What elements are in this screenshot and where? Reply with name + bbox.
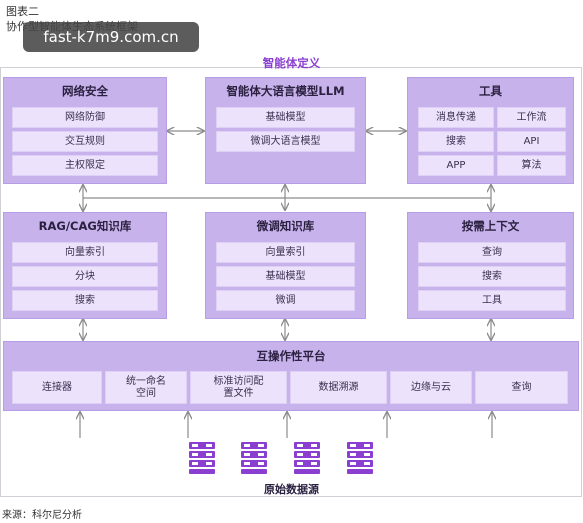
chip-query: 查询: [475, 371, 568, 404]
panel-title: 工具: [479, 84, 502, 98]
chip-vector-index: 向量索引: [216, 242, 355, 263]
database-icon: [347, 442, 373, 474]
chip-edge-and-cloud: 边缘与云: [390, 371, 472, 404]
chip-search: 搜索: [418, 131, 494, 152]
panel-title: 微调知识库: [256, 219, 315, 233]
chip-finetuned-llm: 微调大语言模型: [216, 131, 355, 152]
chip-unified-namespace: 统一命名 空间: [105, 371, 187, 404]
figure-label: 图表二: [6, 5, 39, 18]
database-icon: [294, 442, 320, 474]
panel-title: 互操作性平台: [256, 349, 326, 363]
source-note: 来源：科尔尼分析: [2, 510, 82, 521]
chip-standard-access-profile: 标准访问配 置文件: [190, 371, 287, 404]
raw-data-caption: 原始数据源: [264, 483, 319, 496]
chip-chunking: 分块: [12, 266, 158, 287]
chip-search: 搜索: [12, 290, 158, 311]
chip-finetune: 微调: [216, 290, 355, 311]
chip-vector-index: 向量索引: [12, 242, 158, 263]
database-icon: [189, 442, 215, 474]
chip-network-defense: 网络防御: [12, 107, 158, 128]
chip-api: API: [497, 131, 566, 152]
chip-algorithm: 算法: [497, 155, 566, 176]
panel-interoperability-platform: 互操作性平台 连接器 统一命名 空间 标准访问配 置文件 数据溯源 边缘与云 查…: [3, 341, 579, 411]
watermark: fast-k7m9.com.cn: [23, 22, 199, 52]
panel-llm: 智能体大语言模型LLM 基础模型 微调大语言模型: [205, 77, 366, 184]
chip-sovereignty: 主权限定: [12, 155, 158, 176]
panel-tools: 工具 消息传递 工作流 搜索 API APP 算法: [407, 77, 574, 184]
panel-network-security: 网络安全 网络防御 交互规则 主权限定: [3, 77, 167, 184]
database-icon: [241, 442, 267, 474]
panel-finetune-kb: 微调知识库 向量索引 基础模型 微调: [205, 212, 366, 319]
chip-tools: 工具: [418, 290, 566, 311]
chip-messaging: 消息传递: [418, 107, 494, 128]
chip-interaction-rules: 交互规则: [12, 131, 158, 152]
chip-workflow: 工作流: [497, 107, 566, 128]
chip-connector: 连接器: [12, 371, 102, 404]
panel-on-demand-context: 按需上下文 查询 搜索 工具: [407, 212, 574, 319]
diagram-frame: [0, 67, 582, 497]
agent-definition-caption: 智能体定义: [262, 56, 321, 70]
chip-app: APP: [418, 155, 494, 176]
panel-title: 网络安全: [62, 84, 108, 98]
chip-search: 搜索: [418, 266, 566, 287]
panel-rag-cag: RAG/CAG知识库 向量索引 分块 搜索: [3, 212, 167, 319]
chip-base-model: 基础模型: [216, 266, 355, 287]
chip-query: 查询: [418, 242, 566, 263]
panel-title: 智能体大语言模型LLM: [226, 84, 345, 98]
panel-title: 按需上下文: [461, 219, 520, 233]
panel-title: RAG/CAG知识库: [38, 219, 132, 233]
chip-base-model: 基础模型: [216, 107, 355, 128]
chip-data-provenance: 数据溯源: [290, 371, 387, 404]
